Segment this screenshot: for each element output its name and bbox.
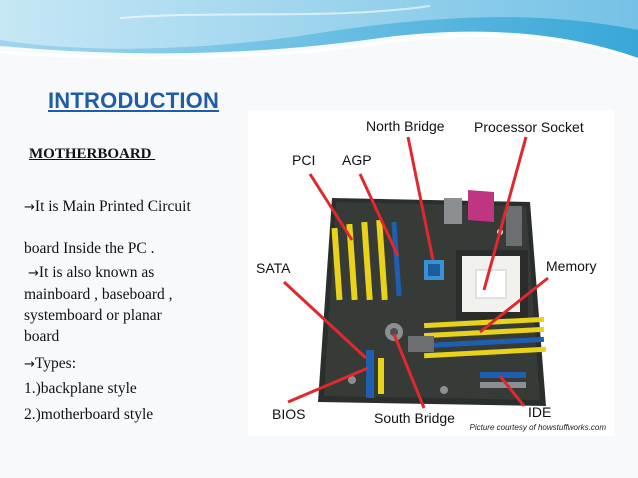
north-bridge-label: North Bridge	[366, 118, 445, 134]
arrow-icon: →	[24, 200, 35, 215]
list-item: 1.)backplane style	[24, 380, 137, 397]
memory-label: Memory	[546, 258, 597, 274]
sata-label: SATA	[256, 260, 291, 276]
slide-title: INTRODUCTION	[48, 88, 220, 113]
south-bridge-label: South Bridge	[374, 410, 455, 426]
motherboard-diagram: North Bridge Processor Socket PCI AGP SA…	[248, 110, 614, 436]
processor-socket-label: Processor Socket	[474, 119, 584, 135]
slide-subtitle: MOTHERBOARD	[29, 146, 156, 162]
agp-label: AGP	[342, 152, 372, 168]
bullet-line: →It is Main Printed Circuit	[24, 198, 191, 215]
header-wave-decoration	[0, 0, 638, 62]
bios-label: BIOS	[272, 406, 306, 422]
list-item: 2.)motherboard style	[24, 406, 154, 423]
body-line: board	[24, 328, 60, 345]
arrow-icon: →	[28, 266, 39, 281]
ide-label: IDE	[528, 404, 552, 420]
body-line: mainboard , baseboard ,	[24, 286, 173, 303]
motherboard-illustration	[282, 136, 549, 409]
arrow-icon: →	[24, 357, 35, 372]
pci-label: PCI	[292, 152, 316, 168]
bullet-line: →Types:	[24, 355, 77, 372]
bullet-line: →It is also known as	[28, 264, 155, 281]
image-credit: Picture courtesy of howstuffworks.com	[469, 423, 607, 432]
body-line: board Inside the PC .	[24, 240, 155, 257]
body-line: systemboard or planar	[24, 307, 162, 324]
